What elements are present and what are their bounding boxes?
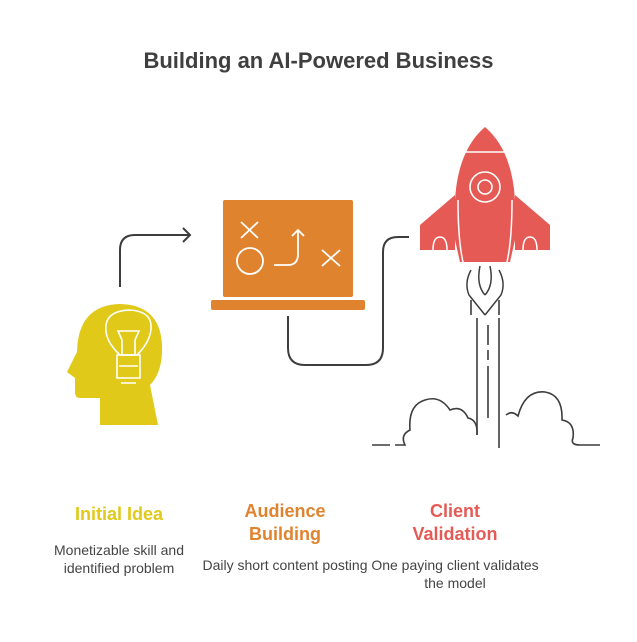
page-title: Building an AI-Powered Business	[143, 48, 494, 73]
connector-arrow-1	[119, 227, 192, 287]
step-description: Daily short content posting	[202, 557, 368, 573]
step-title: Client Validation	[412, 501, 498, 544]
step-initial-idea: Initial Idea Monetizable skill and ident…	[34, 503, 204, 577]
head-lightbulb-icon	[67, 304, 163, 425]
step-description: One paying client validates the model	[371, 557, 539, 591]
step-title: Audience Building	[244, 501, 326, 544]
step-description: Monetizable skill and identified problem	[54, 542, 184, 576]
rocket-icon	[372, 127, 600, 448]
strategy-laptop-icon	[211, 200, 365, 310]
step-audience-building: Audience Building Daily short content po…	[200, 500, 370, 574]
step-client-validation: Client Validation One paying client vali…	[370, 500, 540, 592]
connector-2	[287, 236, 409, 366]
step-title: Initial Idea	[74, 504, 164, 524]
